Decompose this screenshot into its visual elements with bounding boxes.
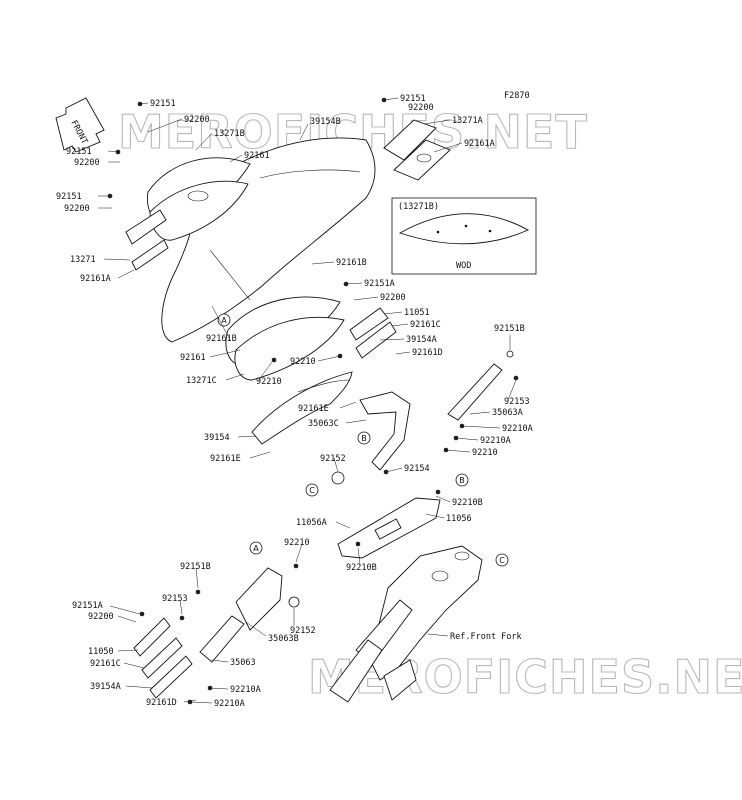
- label-92200: 92200: [380, 293, 406, 303]
- label-92210: 92210: [472, 448, 498, 458]
- label-39154A: 39154A: [406, 335, 437, 345]
- label-92210: 92210: [290, 357, 316, 367]
- label-35063A: 35063A: [492, 408, 523, 418]
- inset-13271B: (13271B) WOD: [391, 197, 537, 275]
- label-92151: 92151: [56, 192, 82, 202]
- bracket-35063C: [359, 391, 411, 471]
- label-13271A: 13271A: [452, 116, 483, 126]
- callout-a-1: A: [221, 316, 227, 325]
- callout-c-2: C: [499, 556, 505, 565]
- panel-13271C: [225, 296, 397, 381]
- label-92210A: 92210A: [230, 685, 261, 695]
- stay-35063A: [447, 350, 514, 421]
- bracket-11056: [337, 497, 441, 559]
- label-92161E: 92161E: [298, 404, 329, 414]
- label-92152: 92152: [320, 454, 346, 464]
- figure-code: F2870: [504, 91, 530, 101]
- label-92161E: 92161E: [210, 454, 241, 464]
- label-92210B: 92210B: [346, 563, 377, 573]
- label-92151: 92151: [150, 99, 176, 109]
- label-39154: 39154: [204, 433, 230, 443]
- label-92151: 92151: [66, 147, 92, 157]
- label-13271: 13271: [70, 255, 96, 265]
- label-92151B: 92151B: [494, 324, 525, 334]
- label-92161D: 92161D: [146, 698, 177, 708]
- panel-13271A: [383, 119, 451, 181]
- callout-c-1: C: [309, 486, 315, 495]
- label-92151A: 92151A: [72, 601, 103, 611]
- callout-b-2: B: [459, 476, 465, 485]
- label-92210B: 92210B: [452, 498, 483, 508]
- label-92200: 92200: [184, 115, 210, 125]
- label-11051: 11051: [404, 308, 430, 318]
- label-13271B: 13271B: [214, 129, 245, 139]
- part-labels: 92151 92200 13271B 92151 92200 92151 922…: [56, 94, 533, 709]
- label-35063B: 35063B: [268, 634, 299, 644]
- label-92161B: 92161B: [206, 334, 237, 344]
- label-92200: 92200: [64, 204, 90, 214]
- label-92152: 92152: [290, 626, 316, 636]
- label-92161D: 92161D: [412, 348, 443, 358]
- stays-35063: [133, 567, 283, 699]
- label-92200: 92200: [408, 103, 434, 113]
- label-92161C: 92161C: [410, 320, 441, 330]
- label-92210A: 92210A: [214, 699, 245, 709]
- label-92210A: 92210A: [480, 436, 511, 446]
- label-11056A: 11056A: [296, 518, 327, 528]
- label-92210A: 92210A: [502, 424, 533, 434]
- leader-lines: [98, 97, 517, 704]
- label-92151A: 92151A: [364, 279, 395, 289]
- label-92210: 92210: [256, 377, 282, 387]
- label-92153: 92153: [162, 594, 188, 604]
- inset-title: (13271B): [398, 202, 439, 212]
- label-35063C: 35063C: [308, 419, 339, 429]
- label-92154: 92154: [404, 464, 430, 474]
- label-35063: 35063: [230, 658, 256, 668]
- label-92161A: 92161A: [464, 139, 495, 149]
- label-92153: 92153: [504, 397, 530, 407]
- callout-a-2: A: [253, 544, 259, 553]
- label-92161B: 92161B: [336, 258, 367, 268]
- label-11056: 11056: [446, 514, 472, 524]
- ref-front-fork-label: Ref.Front Fork: [450, 632, 522, 642]
- front-arrow-icon: FRONT: [55, 97, 105, 153]
- label-11050: 11050: [88, 647, 114, 657]
- label-92200: 92200: [74, 158, 100, 168]
- label-13271C: 13271C: [186, 376, 217, 386]
- label-92151: 92151: [400, 94, 426, 104]
- fasteners: [107, 97, 519, 705]
- inset-caption: WOD: [456, 261, 471, 271]
- label-92151B: 92151B: [180, 562, 211, 572]
- panel-13271B: [125, 157, 251, 271]
- label-39154A: 39154A: [90, 682, 121, 692]
- screen-39154: [251, 371, 353, 445]
- label-92161C: 92161C: [90, 659, 121, 669]
- label-39154B: 39154B: [310, 117, 341, 127]
- label-92161: 92161: [244, 151, 270, 161]
- label-92161A: 92161A: [80, 274, 111, 284]
- label-92210: 92210: [284, 538, 310, 548]
- callout-b-1: B: [361, 434, 367, 443]
- label-92161: 92161: [180, 353, 206, 363]
- front-fork-assembly: [329, 545, 483, 703]
- label-92200: 92200: [88, 612, 114, 622]
- inset-panel-shape: [398, 213, 530, 245]
